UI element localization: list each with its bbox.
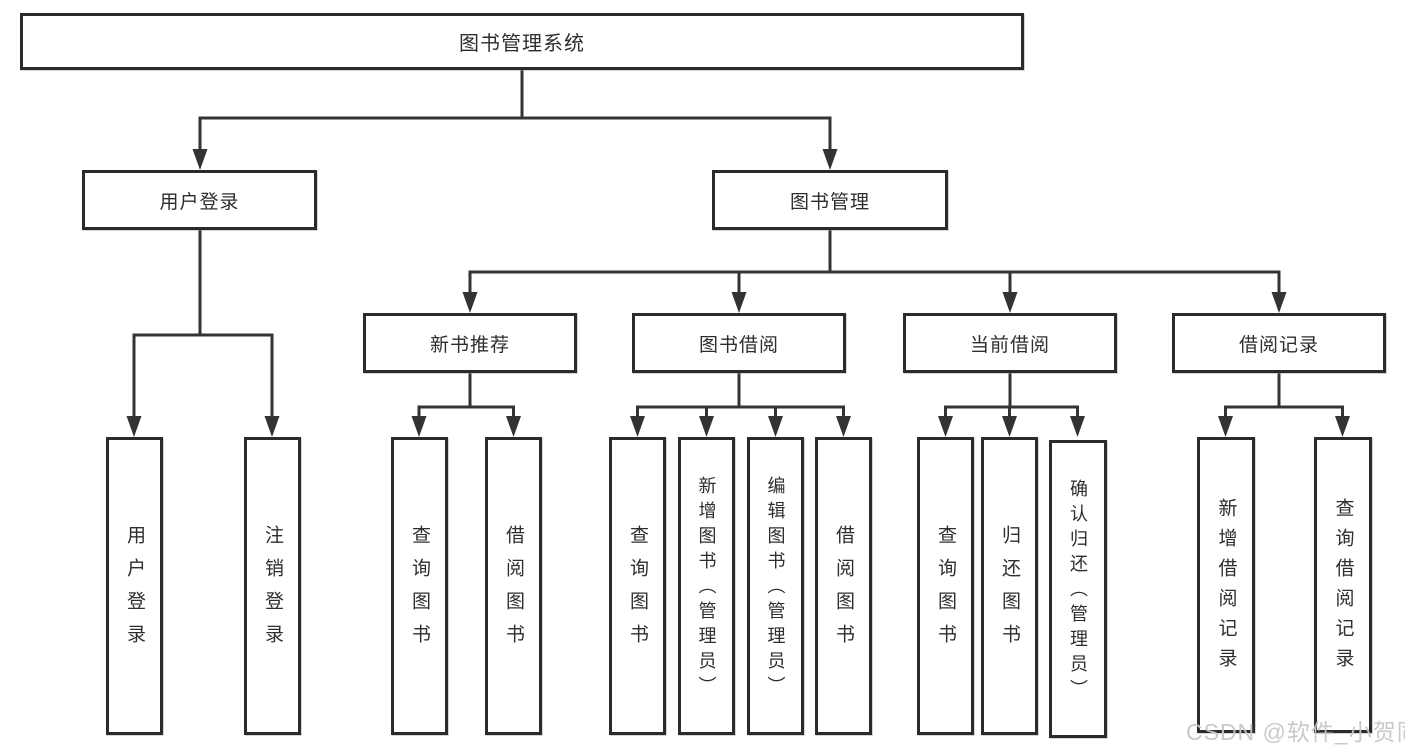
- leaf-confirm-return-admin: 确认归还（管理员）: [1049, 440, 1107, 738]
- connector-paths: [132, 70, 1344, 424]
- node-book-management: 图书管理: [712, 170, 948, 230]
- arrowheads: [126, 149, 1350, 437]
- leaf-query-borrow-record: 查询借阅记录: [1314, 437, 1372, 733]
- leaf-return-books: 归还图书: [981, 437, 1038, 735]
- leaf-edit-books-admin: 编辑图书（管理员）: [747, 437, 804, 735]
- leaf-borrow-books-2: 借阅图书: [815, 437, 872, 735]
- node-borrow-records: 借阅记录: [1172, 313, 1386, 373]
- leaf-query-books-1: 查询图书: [391, 437, 448, 735]
- leaf-user-login: 用户登录: [106, 437, 163, 735]
- leaf-logout: 注销登录: [244, 437, 301, 735]
- csdn-watermark: CSDN @软件_小贺同学: [1186, 719, 1405, 745]
- node-current-borrow: 当前借阅: [903, 313, 1117, 373]
- node-user-login: 用户登录: [82, 170, 317, 230]
- leaf-query-books-3: 查询图书: [917, 437, 974, 735]
- node-root-system: 图书管理系统: [20, 13, 1024, 70]
- leaf-query-books-2: 查询图书: [609, 437, 666, 735]
- node-book-borrow: 图书借阅: [632, 313, 846, 373]
- leaf-borrow-books-1: 借阅图书: [485, 437, 542, 735]
- leaf-add-borrow-record: 新增借阅记录: [1197, 437, 1255, 733]
- leaf-add-books-admin: 新增图书（管理员）: [678, 437, 735, 735]
- node-new-book-recommend: 新书推荐: [363, 313, 577, 373]
